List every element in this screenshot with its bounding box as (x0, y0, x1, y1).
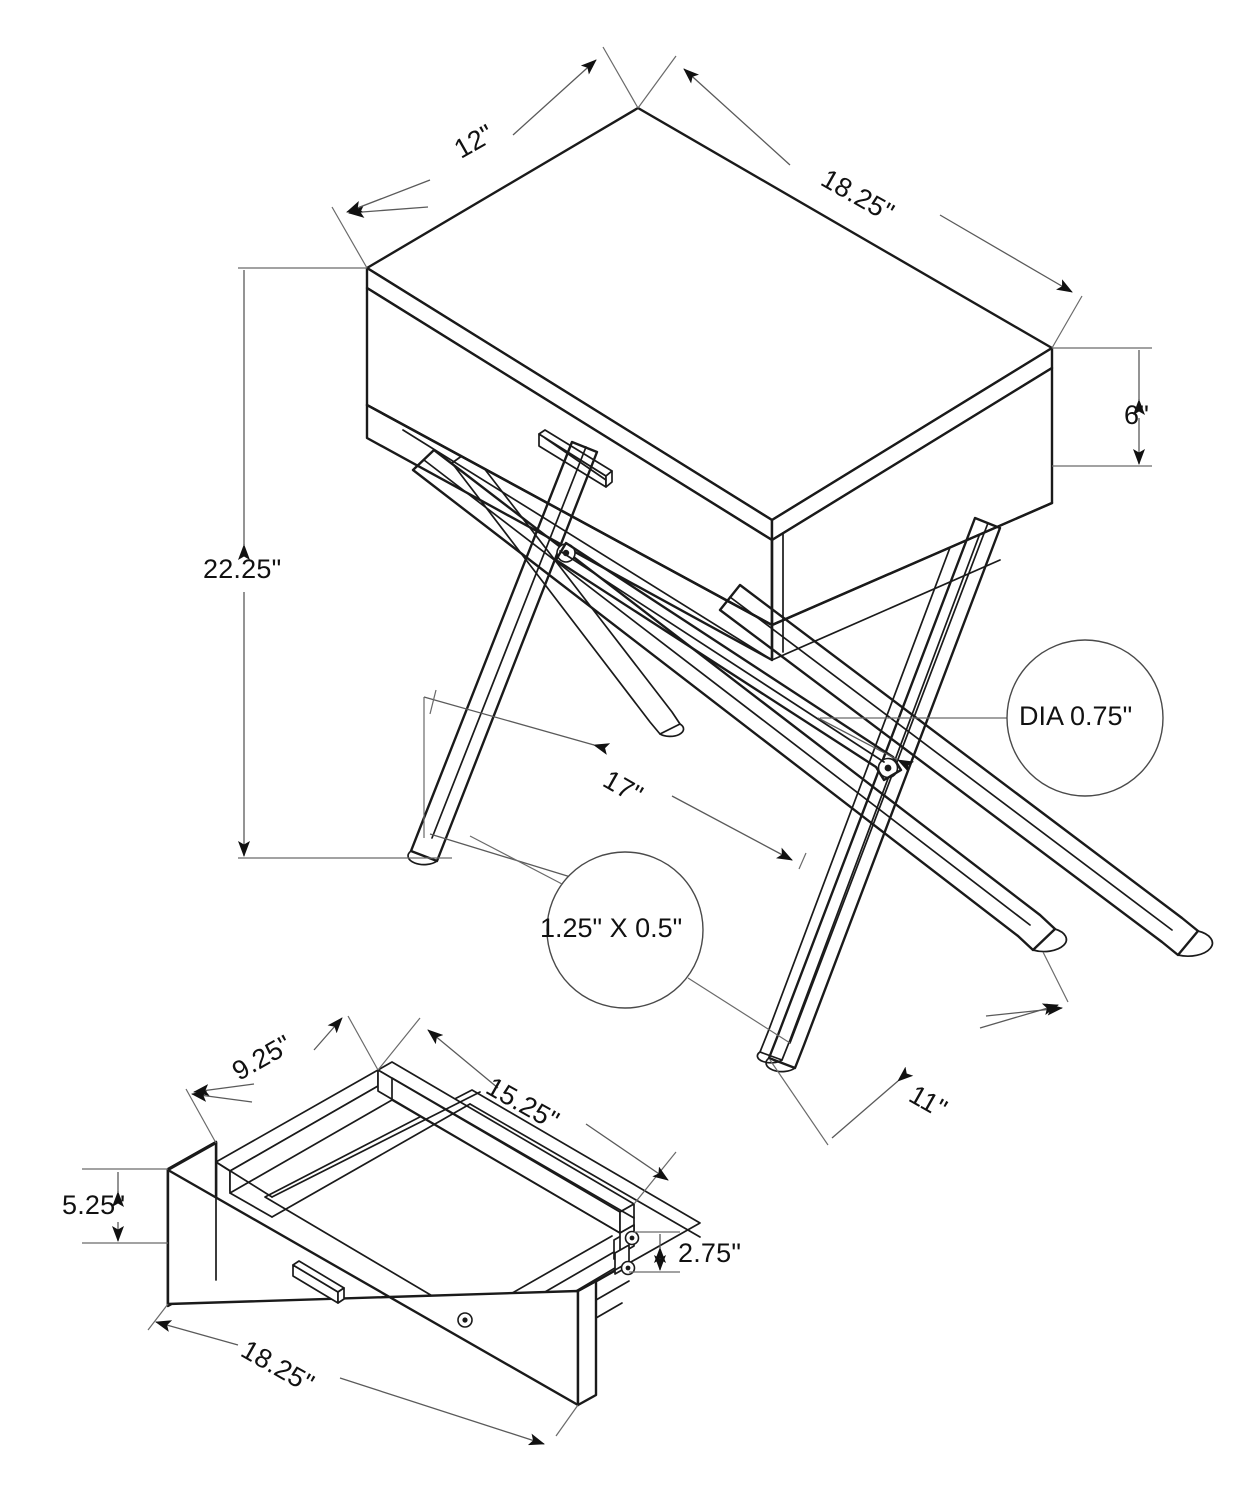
table-assembly (365, 106, 1214, 1073)
dim-label-drawer-side-2-75: 2.75" (678, 1238, 742, 1268)
callout-bubbles (469, 639, 1164, 1044)
dim-label-drawer-front-6: 6" (1124, 400, 1150, 430)
table-body (365, 106, 1054, 662)
leg-assembly-right (718, 516, 1214, 1073)
callout-label-flat-1-25x0-5: 1.25" X 0.5" (540, 913, 683, 943)
dim-label-drawer-height-5-25: 5.25" (62, 1190, 126, 1220)
drawer-detail (166, 1061, 701, 1407)
dim-label-height-22-25: 22.25" (203, 554, 282, 584)
leg-assembly-front (407, 440, 1068, 953)
dimension-annotations-table (238, 46, 1152, 1146)
dimension-annotations-drawer (82, 1015, 680, 1446)
callout-label-dia-0-75: DIA 0.75" (1019, 701, 1133, 731)
